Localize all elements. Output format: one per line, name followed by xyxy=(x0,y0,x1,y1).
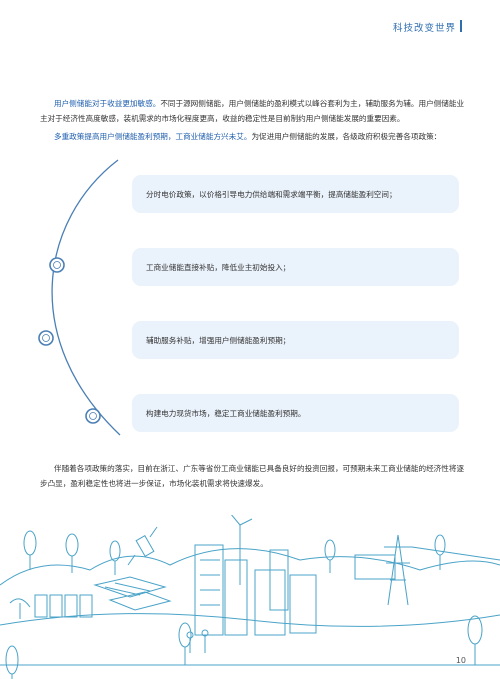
paragraph-policy-lead: 多重政策提高用户侧储能盈利预期，工商业储能方兴未艾。 xyxy=(54,132,252,141)
paragraph-intro-body: 不同于源网侧储能，用户侧储能的盈利模式以峰谷套利为主，辅助服务为辅。用户侧储能业… xyxy=(40,99,465,123)
paragraph-policy: 多重政策提高用户侧储能盈利预期，工商业储能方兴未艾。为促进用户侧储能的发展，各级… xyxy=(40,129,466,144)
page-number: 10 xyxy=(455,656,466,665)
policy-box-1: 分时电价政策，以价格引导电力供给端和需求端平衡，提高储能盈利空间； xyxy=(132,175,459,213)
satellite-dish-icon xyxy=(9,598,31,619)
header-divider xyxy=(460,20,462,32)
policy-box-3: 辅助服务补贴，增强用户侧储能盈利预期； xyxy=(132,321,459,359)
transmission-tower-icon xyxy=(384,534,500,606)
header-title: 科技改变世界 xyxy=(392,23,456,34)
wind-turbine-icon xyxy=(231,515,253,585)
paragraph-intro-lead: 用户侧储能对于收益更加敏感。 xyxy=(54,99,161,108)
battery-storage-icon xyxy=(34,594,93,618)
policy-box-2: 工商业储能直接补贴，降低业主初始投入； xyxy=(132,248,459,286)
solar-panel-icon xyxy=(93,576,172,611)
city-energy-illustration xyxy=(0,515,500,679)
satellite-icon xyxy=(127,526,158,566)
timeline-arc xyxy=(38,159,121,436)
paragraph-conclusion: 伴随着各项政策的落实，目前在浙江、广东等省份工商业储能已具备良好的投资回报，可预… xyxy=(40,464,465,488)
policy-box-4: 构建电力现货市场，稳定工商业储能盈利预期。 xyxy=(132,394,459,432)
paragraph-policy-body: 为促进用户侧储能的发展，各级政府积极完善各项政策： xyxy=(251,132,442,141)
tree-icon xyxy=(5,530,483,679)
people-icon xyxy=(186,629,209,653)
paragraph-intro: 用户侧储能对于收益更加敏感。不同于源网侧储能，用户侧储能的盈利模式以峰谷套利为主… xyxy=(40,96,466,126)
building-icon xyxy=(194,544,396,636)
